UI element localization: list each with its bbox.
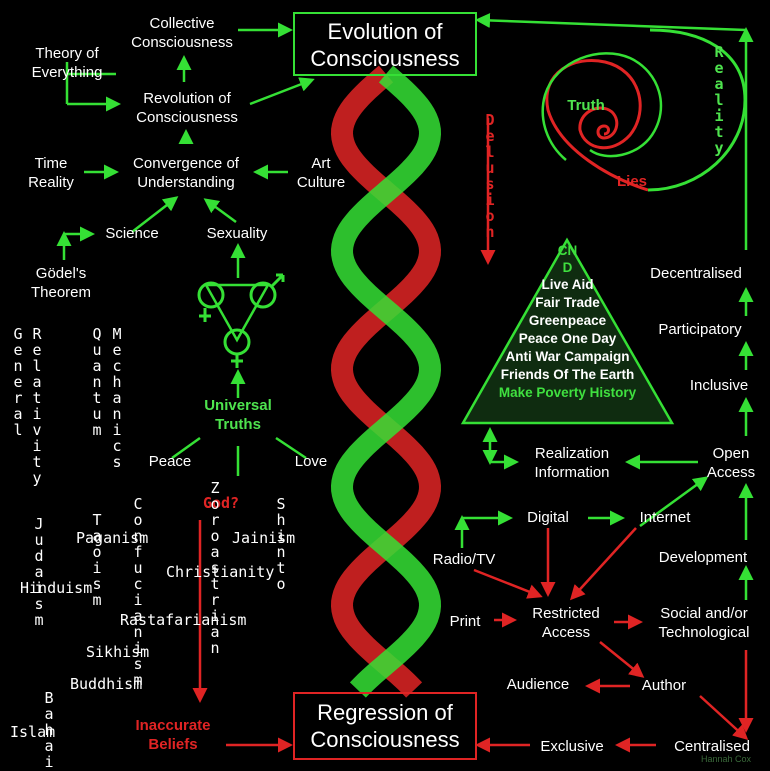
social-technological: Social and/or Technological bbox=[658, 605, 750, 641]
open-access: Open Access bbox=[706, 445, 756, 481]
religion-confucianism: Confucianism bbox=[133, 495, 143, 689]
love: Love bbox=[294, 453, 328, 470]
evolution-box: Evolution of Consciousness bbox=[293, 12, 477, 76]
restricted-access: Restricted Access bbox=[532, 605, 600, 641]
arrow bbox=[569, 527, 637, 601]
credit: Hannah Cox bbox=[700, 754, 752, 764]
arrow bbox=[131, 196, 179, 233]
arrow bbox=[275, 436, 307, 460]
pyramid-item: Fair Trade bbox=[535, 295, 600, 310]
arrow bbox=[599, 641, 645, 678]
regression-box: Regression of Consciousness bbox=[293, 692, 477, 760]
arrow bbox=[639, 476, 709, 528]
arrow bbox=[203, 198, 237, 224]
arrow bbox=[171, 436, 201, 460]
religion-taoism: Taoism bbox=[92, 511, 102, 609]
green-strand bbox=[330, 65, 442, 698]
lies-label: Lies bbox=[616, 173, 647, 190]
godel-theorem: Gödel's Theorem bbox=[30, 265, 92, 301]
digital: Digital bbox=[527, 509, 569, 526]
pyramid-item: CND bbox=[557, 243, 578, 275]
print: Print bbox=[449, 613, 481, 630]
religion-rastafarianism: Rastafarianism bbox=[120, 611, 247, 629]
theory-of-everything: Theory of Everything bbox=[31, 45, 103, 81]
religion-shinto: Shinto bbox=[276, 495, 286, 593]
arrow bbox=[475, 12, 747, 32]
religion-bahai: Bahai bbox=[44, 689, 54, 771]
gender-symbol bbox=[197, 273, 285, 368]
inaccurate-beliefs: Inaccurate Beliefs bbox=[135, 717, 211, 753]
arrow bbox=[473, 568, 543, 599]
religion-sikhism: Sikhism bbox=[86, 643, 150, 661]
word-relativity: Relativity bbox=[32, 325, 42, 487]
pyramid-text: CND Live Aid Fair Trade Greenpeace Peace… bbox=[463, 242, 672, 402]
word-general: General bbox=[13, 325, 23, 439]
collective-consciousness: Collective Consciousness bbox=[131, 15, 233, 51]
arrow bbox=[699, 695, 749, 741]
religion-jainism: Jainism bbox=[232, 529, 296, 547]
religion-hinduism: Hinduism bbox=[20, 579, 93, 597]
word-mechanics: Mechanics bbox=[112, 325, 122, 471]
pyramid-item: Live Aid bbox=[541, 277, 594, 292]
development: Development bbox=[658, 549, 748, 566]
art-culture: Art Culture bbox=[296, 155, 346, 191]
regression-title: Regression of Consciousness bbox=[310, 700, 460, 752]
religion-zoroastrian: Zoroastrian bbox=[210, 479, 220, 657]
red-strand bbox=[330, 65, 442, 698]
pyramid-item: Greenpeace bbox=[528, 313, 607, 328]
realization-information: Realization Information bbox=[534, 445, 610, 481]
delusion-label: Delusion bbox=[485, 111, 495, 241]
pyramid-item: Friends Of The Earth bbox=[500, 367, 635, 382]
time-reality: Time Reality bbox=[28, 155, 74, 191]
reality-label: Reality bbox=[714, 43, 724, 157]
inclusive: Inclusive bbox=[689, 377, 749, 394]
exclusive: Exclusive bbox=[540, 738, 604, 755]
word-quantum: Quantum bbox=[92, 325, 102, 439]
truth-label: Truth bbox=[567, 97, 605, 114]
religion-paganism: Paganism bbox=[76, 529, 149, 547]
decentralised: Decentralised bbox=[650, 265, 742, 282]
author: Author bbox=[641, 677, 687, 694]
pyramid-item: Peace One Day bbox=[518, 331, 617, 346]
pyramid-item: Anti War Campaign bbox=[505, 349, 630, 364]
religion-judaism: Judaism bbox=[34, 515, 44, 629]
convergence-of-understanding: Convergence of Understanding bbox=[133, 155, 239, 191]
sexuality: Sexuality bbox=[206, 225, 268, 242]
centralised: Centralised bbox=[674, 738, 750, 755]
participatory: Participatory bbox=[658, 321, 742, 338]
double-helix bbox=[330, 65, 442, 698]
peace: Peace bbox=[148, 453, 192, 470]
science: Science bbox=[105, 225, 159, 242]
pyramid-item: Make Poverty History bbox=[498, 385, 637, 400]
activism-pyramid bbox=[460, 237, 675, 425]
god-question: God? bbox=[202, 494, 240, 512]
religion-islam: Islam bbox=[10, 723, 56, 741]
internet: Internet bbox=[639, 509, 691, 526]
connector-arrows bbox=[56, 12, 754, 753]
radio-tv: Radio/TV bbox=[432, 551, 496, 568]
audience: Audience bbox=[506, 676, 570, 693]
arrow bbox=[249, 77, 315, 106]
evolution-title: Evolution of Consciousness bbox=[310, 19, 460, 71]
revolution-of-consciousness: Revolution of Consciousness bbox=[136, 90, 238, 126]
religion-buddhism: Buddhism bbox=[70, 675, 143, 693]
universal-truths: Universal Truths bbox=[204, 397, 272, 433]
religion-christianity: Christianity bbox=[166, 563, 275, 581]
